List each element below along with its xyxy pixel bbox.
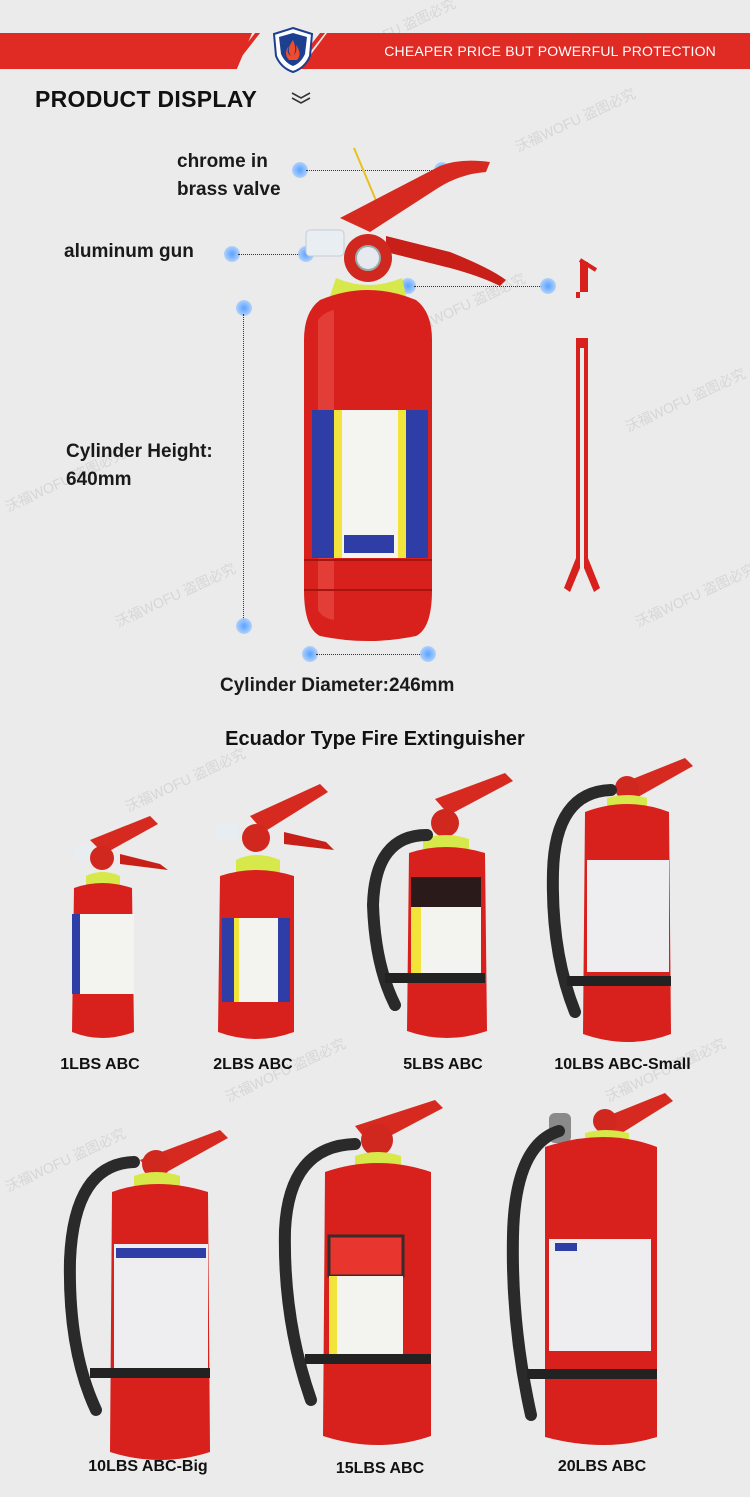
models-heading: Ecuador Type Fire Extinguisher bbox=[225, 728, 525, 750]
banner-left-band bbox=[0, 33, 252, 69]
height-label: Cylinder Height: 640mm bbox=[66, 438, 213, 494]
model-label-10lbs-big: 10LBS ABC-Big bbox=[88, 1458, 208, 1475]
header-banner: CHEAPER PRICE BUT POWERFUL PROTECTION bbox=[0, 33, 750, 69]
model-label-2lbs: 2LBS ABC bbox=[213, 1056, 293, 1073]
valve-label-line2: brass valve bbox=[177, 179, 281, 200]
diameter-marker-dot bbox=[302, 646, 318, 662]
gun-leader-line bbox=[238, 254, 302, 255]
model-label-20lbs: 20LBS ABC bbox=[557, 1458, 647, 1475]
valve-leader-line bbox=[306, 170, 436, 171]
valve-marker-dot bbox=[292, 162, 308, 178]
height-marker-dot bbox=[236, 300, 252, 316]
extinguisher-5lbs-image bbox=[366, 773, 513, 1038]
model-label-10lbs-small: 10LBS ABC-Small bbox=[554, 1056, 691, 1073]
diameter-label: Cylinder Diameter:246mm bbox=[220, 675, 455, 696]
watermark: 沃福WOFU 盗图必究 bbox=[112, 560, 238, 630]
extinguisher-10lbs-big-image bbox=[63, 1130, 228, 1460]
tagline: CHEAPER PRICE BUT POWERFUL PROTECTION bbox=[384, 43, 716, 59]
extinguisher-1lbs-image bbox=[72, 816, 168, 1038]
height-marker-dot bbox=[236, 618, 252, 634]
extinguisher-10lbs-small-image bbox=[546, 758, 693, 1042]
watermark: 沃福WOFU 盗图必究 bbox=[622, 365, 748, 435]
extinguisher-20lbs-image bbox=[506, 1093, 673, 1445]
height-label-line1: Cylinder Height: bbox=[66, 441, 213, 462]
shield-logo-icon bbox=[272, 26, 314, 74]
gun-marker-dot bbox=[224, 246, 240, 262]
model-label-1lbs: 1LBS ABC bbox=[60, 1056, 140, 1073]
valve-label-line1: chrome in bbox=[177, 151, 268, 172]
extinguisher-2lbs-image bbox=[216, 784, 334, 1039]
brand-logo[interactable] bbox=[265, 26, 321, 74]
model-label-5lbs: 5LBS ABC bbox=[403, 1056, 483, 1073]
banner-right-band: CHEAPER PRICE BUT POWERFUL PROTECTION bbox=[300, 33, 750, 69]
double-chevron-down-icon bbox=[291, 92, 311, 104]
section-title: PRODUCT DISPLAY bbox=[35, 86, 258, 112]
diameter-marker-dot bbox=[420, 646, 436, 662]
model-label-15lbs: 15LBS ABC bbox=[335, 1460, 425, 1477]
height-label-line2: 640mm bbox=[66, 469, 132, 490]
bracket-leader-line bbox=[414, 286, 542, 287]
main-extinguisher-image bbox=[304, 147, 506, 641]
bracket-marker-dot bbox=[540, 278, 556, 294]
diameter-leader-line bbox=[316, 654, 422, 655]
extinguisher-15lbs-image bbox=[278, 1100, 443, 1445]
watermark: 沃福WOFU 盗图必究 bbox=[512, 85, 638, 155]
gun-label: aluminum gun bbox=[64, 241, 194, 262]
wall-bracket-image bbox=[564, 258, 600, 592]
watermark: 沃福WOFU 盗图必究 bbox=[632, 560, 750, 630]
valve-label: chrome in brass valve bbox=[177, 148, 281, 204]
height-leader-line bbox=[243, 314, 244, 624]
